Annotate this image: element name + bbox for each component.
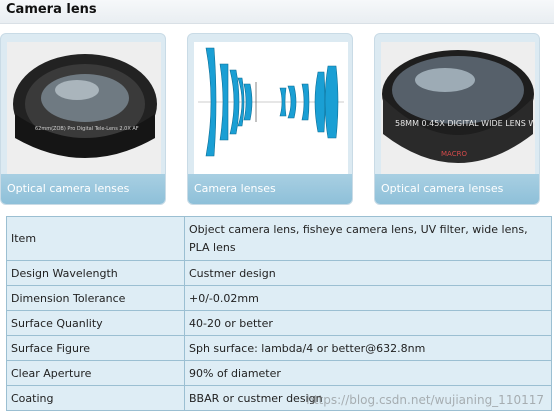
spec-value: 40-20 or better (184, 310, 552, 336)
table-row: Coating BBAR or custmer design (6, 385, 552, 411)
spec-value: Custmer design (184, 260, 552, 286)
table-row: Clear Aperture 90% of diameter (6, 360, 552, 386)
product-card-3[interactable]: 58MM 0.45X DIGITAL WIDE LENS W/ MACRO Op… (374, 33, 540, 205)
spec-label: Surface Quanlity (6, 310, 185, 336)
spec-label: Design Wavelength (6, 260, 185, 286)
table-row: Surface Quanlity 40-20 or better (6, 310, 552, 336)
product-card-2[interactable]: Camera lenses (187, 33, 353, 205)
product-image-tele-lens[interactable]: 62mm(ZOB) Pro Digital Tele-Lens 2.0X AF (7, 42, 161, 174)
table-row: Dimension Tolerance +0/-0.02mm (6, 285, 552, 311)
spec-value: +0/-0.02mm (184, 285, 552, 311)
section-title: Camera lens (6, 2, 97, 17)
spec-label: Surface Figure (6, 335, 185, 361)
spec-label: Item (6, 216, 185, 261)
product-caption-1[interactable]: Optical camera lenses (1, 174, 165, 204)
spec-value: Object camera lens, fisheye camera lens,… (184, 216, 552, 261)
table-row: Surface Figure Sph surface: lambda/4 or … (6, 335, 552, 361)
tele-lens-print: 62mm(ZOB) Pro Digital Tele-Lens 2.0X AF (35, 126, 139, 132)
spec-label: Dimension Tolerance (6, 285, 185, 311)
wide-lens-print: 58MM 0.45X DIGITAL WIDE LENS W/ (395, 119, 535, 128)
table-row: Item Object camera lens, fisheye camera … (6, 216, 552, 261)
section-header: Camera lens (0, 0, 554, 24)
product-caption-3[interactable]: Optical camera lenses (375, 174, 539, 204)
spec-table: Item Object camera lens, fisheye camera … (6, 216, 552, 411)
product-image-wide-lens[interactable]: 58MM 0.45X DIGITAL WIDE LENS W/ MACRO (381, 42, 535, 174)
product-caption-2[interactable]: Camera lenses (188, 174, 352, 204)
product-gallery: 62mm(ZOB) Pro Digital Tele-Lens 2.0X AF … (0, 33, 554, 205)
product-card-1[interactable]: 62mm(ZOB) Pro Digital Tele-Lens 2.0X AF … (0, 33, 166, 205)
spec-value: BBAR or custmer design (184, 385, 552, 411)
spec-value: 90% of diameter (184, 360, 552, 386)
product-image-lens-diagram[interactable] (194, 42, 348, 174)
spec-label: Coating (6, 385, 185, 411)
spec-label: Clear Aperture (6, 360, 185, 386)
table-row: Design Wavelength Custmer design (6, 260, 552, 286)
watermark-text: https://blog.csdn.net/wujianing_110117 (306, 393, 544, 407)
macro-print: MACRO (441, 150, 467, 158)
spec-value: Sph surface: lambda/4 or better@632.8nm (184, 335, 552, 361)
